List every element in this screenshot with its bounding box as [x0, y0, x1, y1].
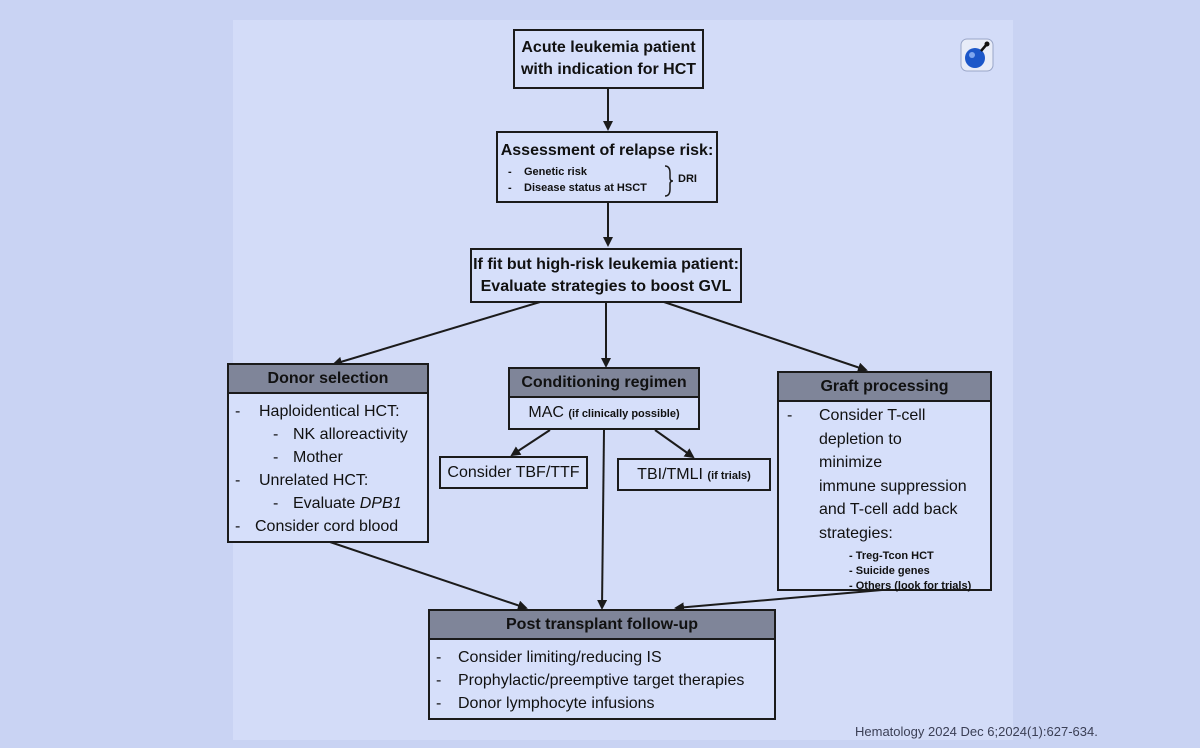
tbi-label: TBI/TMLI — [637, 466, 703, 483]
graft-processing-title: Graft processing — [779, 373, 990, 402]
tbi-box: TBI/TMLI (if trials) — [617, 458, 771, 491]
mac-label: MAC — [528, 404, 564, 421]
conditioning-title: Conditioning regimen — [510, 369, 698, 398]
relapse-item-disease-status: Disease status at HSCT — [524, 182, 647, 194]
followup-title: Post transplant follow-up — [430, 611, 774, 640]
graft-line-2: depletion to — [819, 430, 902, 448]
donor-nk: NK alloreactivity — [293, 426, 408, 443]
graft-line-5: and T-cell add back — [819, 501, 958, 518]
tbf-label: Consider TBF/TTF — [447, 464, 580, 481]
donor-dpb1: DPB1 — [359, 495, 402, 512]
donor-unrelated: Unrelated HCT: — [259, 472, 369, 489]
citation: Hematology 2024 Dec 6;2024(1):627-634. — [855, 724, 1098, 739]
start-line-1: Acute leukemia patient — [521, 39, 696, 56]
graft-sub-treg: Treg-Tcon HCT — [855, 550, 934, 562]
followup-item-1: Consider limiting/reducing IS — [458, 649, 662, 666]
followup-box: Post transplant follow-up -Consider limi… — [428, 609, 776, 720]
gvl-strategy-box: If fit but high-risk leukemia patient: E… — [470, 248, 742, 303]
dri-bracket — [664, 165, 674, 197]
graft-line-4: immune suppression — [819, 477, 967, 495]
donor-selection-title: Donor selection — [229, 365, 427, 394]
donor-evaluate: Evaluate — [293, 495, 360, 512]
arrow-mac-to-tbi — [654, 429, 695, 459]
relapse-risk-box: Assessment of relapse risk: -Genetic ris… — [496, 131, 718, 203]
arrow-donor-to-followup — [329, 541, 528, 611]
graft-sub-others: Others (look for trials) — [855, 580, 972, 592]
gvl-line-1: If fit but high-risk leukemia patient: — [473, 255, 739, 273]
start-line-2: with indication for HCT — [520, 61, 697, 78]
graft-line-6: strategies: — [819, 524, 893, 542]
relapse-item-genetic: Genetic risk — [524, 166, 587, 178]
arrow-mac-to-tbf — [510, 429, 551, 457]
donor-haplo: Haploidentical HCT: — [259, 403, 400, 420]
arrow-gvl-to-graft — [663, 301, 868, 373]
followup-item-2: Prophylactic/preemptive target therapies — [458, 672, 745, 689]
donor-mother: Mother — [293, 449, 343, 466]
graft-sub-suicide: Suicide genes — [855, 565, 930, 577]
arrow-graft-to-followup — [674, 589, 883, 613]
start-box: Acute leukemia patient with indication f… — [513, 29, 704, 89]
graft-processing-box: Graft processing - Consider T-cell deple… — [777, 371, 992, 592]
gvl-line-2: Evaluate strategies to boost GVL — [480, 277, 732, 295]
donor-cord-blood: Consider cord blood — [255, 518, 399, 535]
tbf-box: Consider TBF/TTF — [439, 456, 588, 489]
arrow-conditioning-to-followup — [597, 429, 608, 610]
tbi-note: (if trials) — [707, 470, 751, 482]
graft-line-1: Consider T-cell — [819, 407, 926, 424]
mac-note: (if clinically possible) — [568, 408, 680, 420]
dri-label: DRI — [678, 173, 697, 185]
graft-line-3: minimize — [819, 454, 883, 471]
conditioning-box: Conditioning regimen MAC (if clinically … — [508, 367, 700, 430]
blue-drop-logo-icon — [960, 38, 994, 72]
relapse-title: Assessment of relapse risk: — [500, 142, 714, 159]
followup-item-3: Donor lymphocyte infusions — [458, 695, 655, 712]
arrow-gvl-to-donor — [332, 301, 541, 367]
donor-selection-box: Donor selection -Haploidentical HCT: -NK… — [227, 363, 429, 543]
